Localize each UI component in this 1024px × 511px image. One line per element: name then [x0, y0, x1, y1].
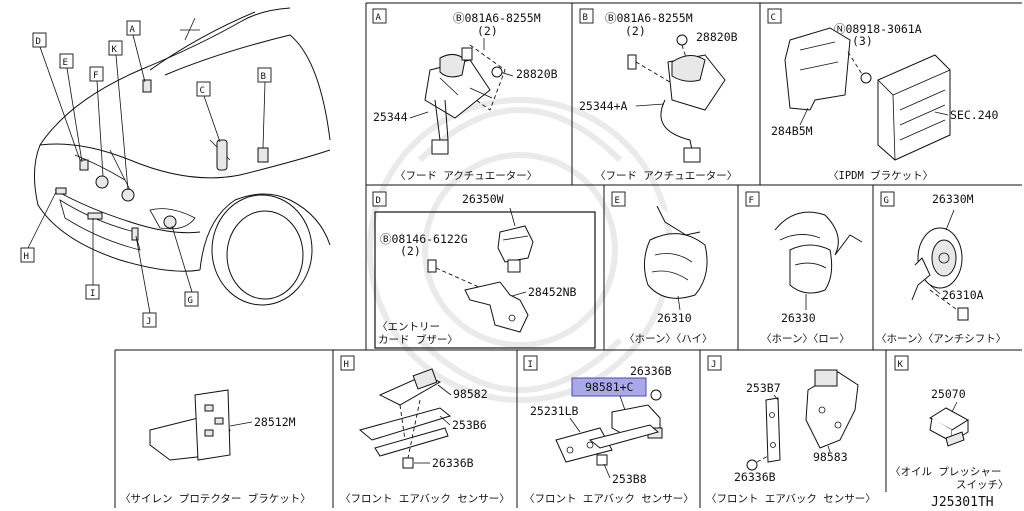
- svg-text:B: B: [261, 72, 266, 82]
- panel-D: D 26350W Ⓑ08146-6122G (2) 28452NB 〈エントリー…: [372, 191, 596, 349]
- panel-A-nut-label: 28820B: [516, 67, 558, 81]
- svg-text:F: F: [93, 71, 98, 81]
- panel-F-letter: F: [749, 196, 754, 206]
- panel-grid: [114, 2, 1022, 508]
- panel-J-sensor-label: 98583: [813, 450, 848, 464]
- panel-A: A Ⓑ081A6-8255M (2) 28820B 25344 〈フード アクチ…: [372, 8, 558, 182]
- overview-label-C: C: [196, 81, 211, 97]
- panel-I-sensor-label: 98581+C: [585, 380, 634, 394]
- panel-E-letter: E: [615, 196, 620, 206]
- panel-D-caption-2: カード ブザー〉: [378, 333, 458, 346]
- panel-I-caption: 〈フロント エアバック センサー〉: [524, 493, 694, 505]
- panel-F-horn-label: 26330: [781, 311, 816, 325]
- panel-B-bolt-qty: (2): [625, 24, 646, 38]
- panel-K-switch-label: 25070: [931, 387, 966, 401]
- panel-A-letter: A: [376, 13, 382, 23]
- panel-I-bracket-l-label: 25231LB: [530, 404, 579, 418]
- panel-B-letter: B: [583, 13, 588, 23]
- svg-text:H: H: [24, 252, 29, 262]
- svg-text:E: E: [63, 58, 68, 68]
- overview-label-I: I: [85, 284, 100, 300]
- panel-G-letter: G: [884, 196, 889, 206]
- panel-D-buzzer-label: 26350W: [462, 192, 504, 206]
- panel-C-caption: 〈IPDM ブラケット〉: [828, 169, 933, 182]
- panel-E-caption: 〈ホーン〉〈ハイ〉: [624, 333, 713, 345]
- panel-J-caption: 〈フロント エアバック センサー〉: [706, 493, 876, 505]
- panel-siren-caption: 〈サイレン プロテクター ブラケット〉: [120, 492, 311, 505]
- panel-J-nut-label: 26336B: [734, 470, 776, 484]
- panel-D-caption-1: 〈エントリー: [377, 321, 440, 333]
- panel-siren-bracket-label: 28512M: [254, 415, 296, 429]
- panel-B-bolt-label: Ⓑ081A6-8255M: [605, 11, 693, 25]
- panel-K: K 25070 〈オイル プレッシャー スイッチ〉: [890, 355, 1009, 491]
- panel-I-letter: I: [528, 360, 533, 370]
- panel-B-actuator-label: 25344+A: [579, 99, 628, 113]
- panel-B-caption: 〈フード アクチュエーター〉: [595, 170, 737, 182]
- panel-H-nut-label: 26336B: [432, 456, 474, 470]
- svg-text:I: I: [90, 289, 95, 299]
- panel-C: C Ⓝ08918-3061A (3) 284B5M SEC.240 〈IPDM …: [767, 8, 999, 182]
- panel-B: B Ⓑ081A6-8255M (2) 28820B 25344+A 〈フード ア…: [579, 8, 738, 182]
- panel-C-bracket-label: 284B5M: [771, 124, 813, 138]
- panel-F: F 26330 〈ホーン〉〈ロー〉: [745, 191, 863, 345]
- panel-I-bracket-r-label: 253B8: [612, 472, 647, 486]
- overview-label-K: K: [108, 40, 123, 56]
- overview-label-B: B: [257, 67, 272, 83]
- panel-J: J 253B7 26336B 98583 〈フロント エアバック センサー〉: [706, 355, 876, 505]
- overview-label-H: H: [20, 247, 35, 263]
- overview-leaders: [27, 34, 266, 314]
- panel-K-letter: K: [898, 360, 904, 370]
- svg-text:K: K: [112, 45, 118, 55]
- panel-K-caption-2: スイッチ〉: [956, 479, 1009, 491]
- panel-J-bracket-label: 253B7: [746, 381, 781, 395]
- panel-G: G 26330M 26310A 〈ホーン〉〈アンチシフト〉: [876, 191, 1006, 345]
- panel-D-bolt-label: Ⓑ08146-6122G: [380, 232, 468, 246]
- panel-I-highlight: [571, 377, 647, 397]
- panel-A-bolt-label: Ⓑ081A6-8255M: [453, 11, 541, 25]
- panel-C-letter: C: [771, 13, 776, 23]
- overview-car: [34, 7, 331, 306]
- panel-B-nut-label: 28820B: [696, 30, 738, 44]
- overview-label-G: G: [184, 291, 199, 307]
- svg-text:J: J: [146, 317, 151, 327]
- svg-text:C: C: [200, 86, 205, 96]
- svg-text:D: D: [36, 37, 41, 47]
- diagram-id: J25301TH: [931, 495, 994, 510]
- panel-D-letter: D: [376, 196, 381, 206]
- panel-H-caption: 〈フロント エアバック センサー〉: [340, 493, 510, 505]
- panel-I: I 98581+C 26336B 25231LB 253B8 〈フロント エアバ…: [523, 355, 694, 505]
- panel-C-nut-qty: (3): [852, 34, 873, 48]
- panel-E: E 26310 〈ホーン〉〈ハイ〉: [611, 191, 713, 345]
- panel-C-ipdm-label: SEC.240: [950, 108, 999, 122]
- panel-F-caption: 〈ホーン〉〈ロー〉: [761, 333, 850, 345]
- panel-D-bracket-label: 28452NB: [528, 285, 577, 299]
- panel-H-letter: H: [344, 360, 349, 370]
- panel-E-horn-label: 26310: [657, 311, 692, 325]
- panel-H-bracket-label: 253B6: [452, 418, 487, 432]
- panel-I-nut-label: 26336B: [630, 364, 672, 378]
- overview-label-E: E: [59, 53, 74, 69]
- panel-siren: 28512M 〈サイレン プロテクター ブラケット〉: [120, 389, 311, 505]
- panel-G-horn-label: 26330M: [932, 192, 974, 206]
- panel-A-actuator-label: 25344: [373, 110, 408, 124]
- panel-D-bolt-qty: (2): [400, 244, 421, 258]
- overview-label-J: J: [142, 312, 157, 328]
- panel-C-nut-label: Ⓝ08918-3061A: [834, 22, 922, 36]
- panel-A-caption: 〈フード アクチュエーター〉: [395, 170, 537, 182]
- panel-A-bolt-qty: (2): [477, 24, 498, 38]
- overview-label-F: F: [89, 66, 104, 82]
- overview-label-D: D: [32, 32, 47, 48]
- svg-text:G: G: [188, 296, 193, 306]
- panel-G-caption: 〈ホーン〉〈アンチシフト〉: [876, 333, 1006, 345]
- svg-text:A: A: [130, 25, 136, 35]
- panel-G-bracket-label: 26310A: [942, 288, 984, 302]
- panel-H-sensor-label: 98582: [453, 387, 488, 401]
- panel-H: H 98582 253B6 26336B 〈フロント エアバック センサー〉: [340, 355, 510, 505]
- panel-K-caption-1: 〈オイル プレッシャー: [890, 466, 1001, 478]
- overview-label-A: A: [126, 20, 141, 36]
- panel-J-letter: J: [711, 360, 716, 370]
